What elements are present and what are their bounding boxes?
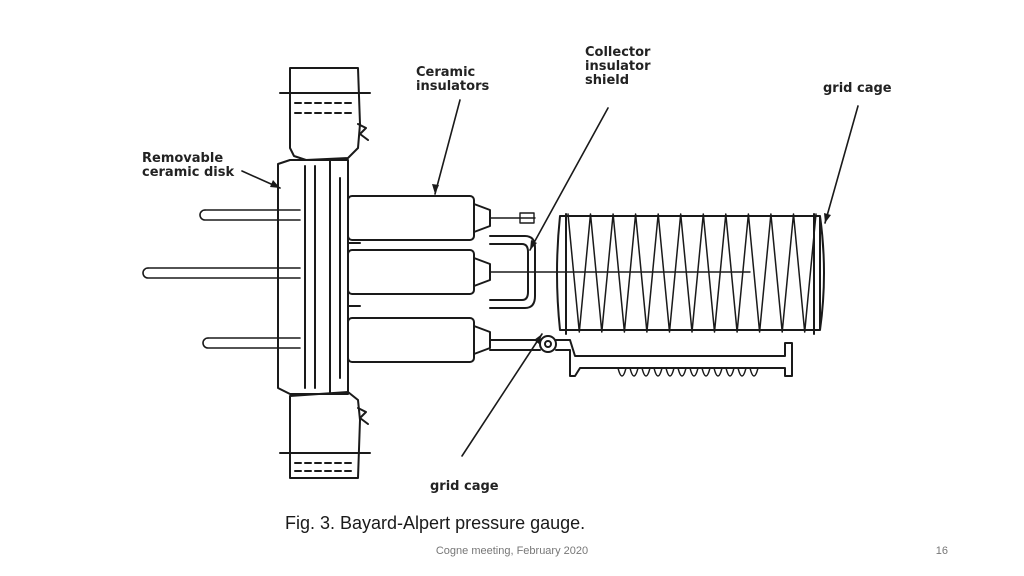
- label-grid-cage-bottom: grid cage: [430, 479, 499, 494]
- label-ceramic-insulators: Ceramic insulators: [416, 65, 490, 94]
- feedthrough-pins: [142, 209, 301, 349]
- leader-lines: [241, 99, 859, 457]
- filament-coil: [737, 367, 747, 377]
- ceramic-insulators: [347, 195, 491, 363]
- grid-cage-frame: [556, 215, 825, 331]
- filament-coil: [701, 367, 711, 377]
- leader-arrowheads: [270, 180, 831, 344]
- label-grid-cage-top: grid cage: [823, 81, 892, 96]
- upper-flange: [279, 67, 371, 161]
- footer-text: Cogne meeting, February 2020: [435, 545, 589, 557]
- label-collector-shield: Collector insulator shield: [585, 45, 651, 88]
- filament-coil: [629, 367, 639, 377]
- collector-wire: [489, 212, 751, 273]
- filament-coil: [677, 367, 687, 377]
- filament-assembly: [489, 335, 793, 377]
- filament-coil: [689, 367, 699, 377]
- bayard-alpert-gauge-diagram: Removable ceramic disk Ceramic insulator…: [130, 38, 910, 508]
- filament-coil: [641, 367, 651, 377]
- figure-caption: Fig. 3. Bayard-Alpert pressure gauge.: [285, 513, 586, 533]
- filament-coil: [653, 367, 663, 377]
- grid-cage-helix: [567, 213, 817, 333]
- gauge-drawing: [142, 67, 859, 479]
- page-number: 16: [935, 545, 948, 557]
- lower-flange: [279, 391, 371, 479]
- label-removable-disk: Removable ceramic disk: [142, 151, 235, 180]
- grid-cage: [556, 213, 825, 335]
- filament-coil: [665, 367, 675, 377]
- filament-coil: [617, 367, 627, 377]
- filament-coil: [749, 367, 759, 377]
- filament-coil: [725, 367, 735, 377]
- filament-coil: [713, 367, 723, 377]
- ceramic-disk: [277, 159, 349, 395]
